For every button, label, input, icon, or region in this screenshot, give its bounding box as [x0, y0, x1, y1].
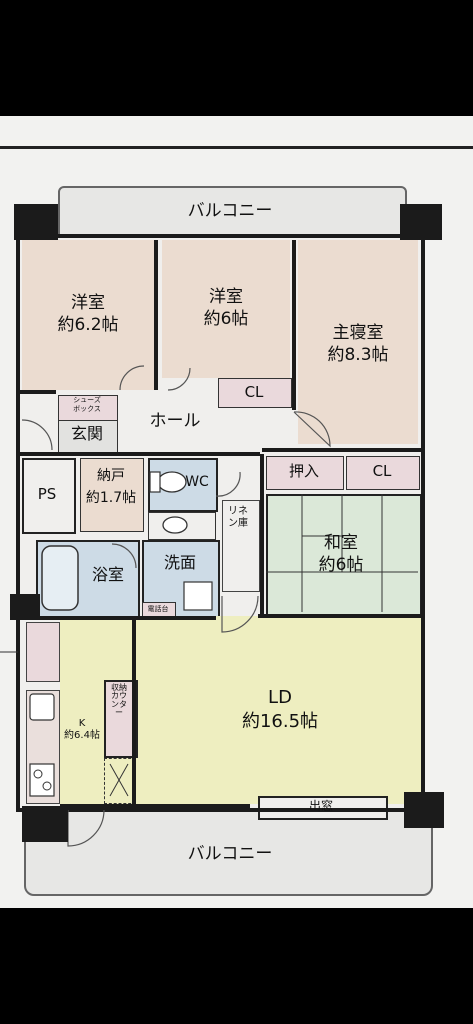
- closet-upper-label: CL: [244, 383, 264, 401]
- hall-label: ホール: [149, 411, 201, 431]
- closet-lower-label: CL: [372, 462, 392, 480]
- balcony-bottom: [24, 806, 433, 896]
- wc-label: WC: [185, 474, 209, 490]
- ps-label: PS: [37, 485, 57, 503]
- storage-room-name: 納戸: [97, 468, 125, 484]
- master-bedroom-size: 約8.3帖: [327, 345, 389, 365]
- kitchen-size: 約6.4帖: [64, 730, 100, 741]
- balcony-top: [58, 186, 407, 240]
- storage-counter-label: 収納カウンター: [111, 683, 127, 718]
- balcony-top-label: バルコニー: [187, 201, 273, 221]
- linen-storage-label: リネン庫: [228, 506, 248, 529]
- closet-upper: [218, 378, 292, 408]
- shoes-box-label: シューズ ボックス: [73, 396, 101, 413]
- sink-area: [148, 512, 216, 540]
- page-top-rule: [0, 146, 473, 149]
- ld-name: LD: [268, 687, 292, 708]
- japanese-room-name: 和室: [324, 533, 358, 553]
- western-room-2: [162, 240, 290, 378]
- japanese-room: [266, 494, 422, 616]
- western-room-1-size: 約6.2帖: [57, 315, 119, 335]
- master-bedroom-name: 主寝室: [332, 323, 384, 343]
- western-room-2-size: 約6帖: [203, 309, 249, 329]
- kitchen-name: K: [78, 718, 86, 729]
- balcony-bottom-label: バルコニー: [187, 844, 273, 864]
- closet-lower: [346, 456, 420, 490]
- ld-size: 約16.5帖: [241, 711, 319, 732]
- western-room-1: [22, 240, 154, 390]
- storage-room: [80, 458, 144, 532]
- oshiire-closet: [266, 456, 344, 490]
- fridge-space: [26, 622, 60, 682]
- master-bedroom: [298, 240, 418, 444]
- bay-window-label: 出窓: [308, 799, 333, 813]
- washroom-label: 洗面: [163, 553, 196, 572]
- entrance-label: 玄関: [70, 424, 103, 443]
- japanese-room-size: 約6帖: [318, 555, 364, 575]
- western-room-2-name: 洋室: [209, 287, 243, 307]
- bathroom-label: 浴室: [91, 565, 124, 584]
- western-room-1-name: 洋室: [71, 293, 105, 313]
- ps-space: [22, 458, 76, 534]
- phone-stand-label: 電話台: [147, 605, 169, 613]
- oshiire-label: 押入: [288, 462, 319, 480]
- linen-storage: [222, 500, 260, 592]
- storage-room-size: 約1.7帖: [85, 490, 137, 506]
